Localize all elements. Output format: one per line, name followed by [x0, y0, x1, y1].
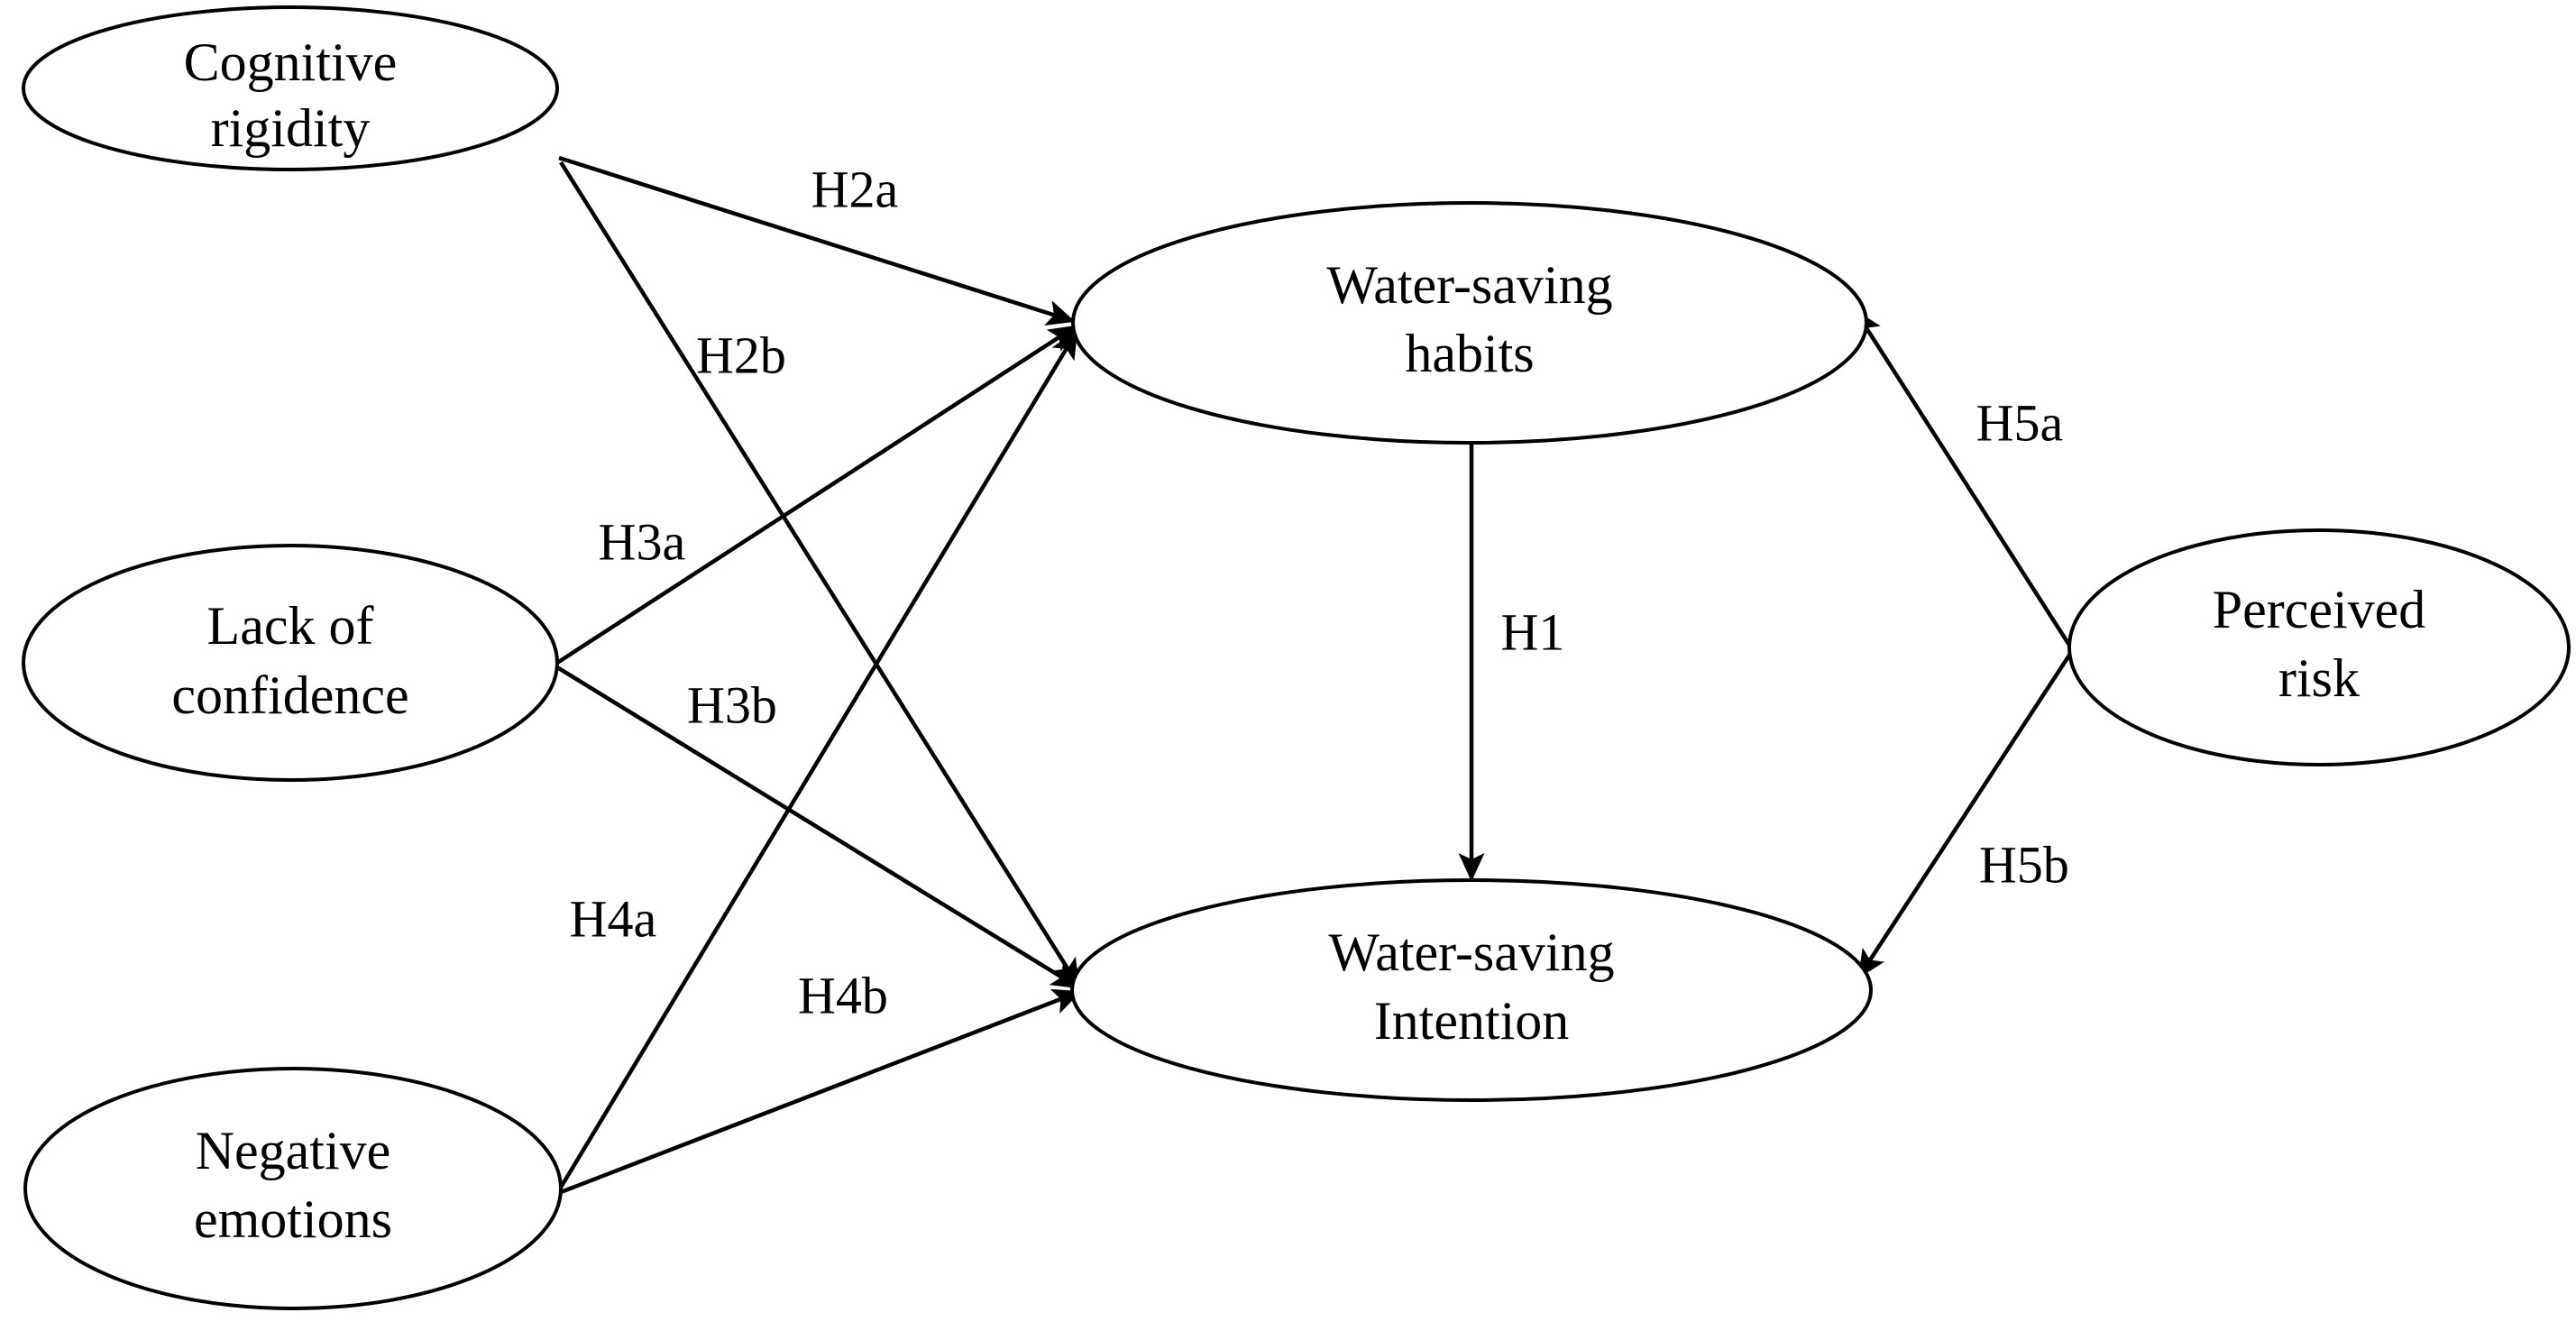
path-h4b-line [560, 988, 1082, 1195]
path-h3a-line [555, 325, 1078, 665]
path-h2b[interactable] [559, 161, 1080, 988]
path-label-h1: H1 [1501, 602, 1565, 661]
node-cognitive-rigidity-line2: rigidity [211, 98, 371, 158]
node-negative-emotions[interactable]: Negative emotions [23, 1067, 563, 1310]
node-lack-of-confidence-shape [22, 544, 559, 782]
node-cognitive-rigidity-line1: Cognitive [184, 32, 398, 92]
node-water-saving-intention-line2: Intention [1374, 991, 1570, 1051]
path-h2a-line [558, 155, 1076, 326]
node-perceived-risk-line2: risk [2278, 648, 2360, 708]
path-h3b[interactable] [555, 666, 1081, 989]
node-water-saving-intention[interactable]: Water-saving Intention [1070, 878, 1873, 1102]
path-h5a-line [1854, 308, 2074, 651]
node-lack-of-confidence-line1: Lack of [207, 596, 374, 656]
node-water-saving-intention-line1: Water-saving [1328, 923, 1614, 982]
path-h2a[interactable] [558, 155, 1076, 326]
path-label-h4b: H4b [798, 966, 888, 1024]
path-label-h5b: H5b [1979, 835, 2069, 894]
path-h3b-line [555, 666, 1081, 989]
path-label-h2b: H2b [696, 326, 786, 384]
node-water-saving-intention-shape [1070, 878, 1873, 1102]
path-label-h5a: H5a [1976, 393, 2064, 452]
node-negative-emotions-shape [23, 1067, 563, 1310]
path-h2b-line [559, 161, 1080, 988]
node-water-saving-habits-shape [1071, 201, 1868, 445]
node-negative-emotions-line1: Negative [196, 1121, 391, 1180]
path-label-h3b: H3b [687, 675, 777, 734]
path-labels-group: H1 H2a H2b H3a H3b H4a H4b H5a H5b [570, 160, 2069, 1024]
node-perceived-risk[interactable]: Perceived risk [2067, 528, 2571, 766]
path-h4a-line [557, 329, 1078, 1192]
path-arrows-group [555, 155, 2074, 1195]
node-lack-of-confidence[interactable]: Lack of confidence [22, 544, 559, 782]
path-h4b[interactable] [560, 988, 1082, 1195]
node-cognitive-rigidity-shape [22, 5, 559, 171]
node-water-saving-habits-line1: Water-saving [1326, 255, 1612, 315]
node-perceived-risk-shape [2067, 528, 2571, 766]
path-h4a[interactable] [557, 329, 1078, 1192]
path-h5b[interactable] [1857, 649, 2074, 979]
node-lack-of-confidence-line2: confidence [171, 666, 408, 725]
path-label-h4a: H4a [570, 889, 657, 948]
node-negative-emotions-line2: emotions [194, 1189, 392, 1249]
node-perceived-risk-line1: Perceived [2213, 580, 2426, 639]
path-h3a[interactable] [555, 325, 1078, 665]
node-water-saving-habits-line2: habits [1405, 324, 1534, 383]
path-h5b-line [1857, 649, 2074, 979]
node-cognitive-rigidity[interactable]: Cognitive rigidity [22, 5, 559, 171]
path-h5a[interactable] [1854, 308, 2074, 651]
node-water-saving-habits[interactable]: Water-saving habits [1071, 201, 1868, 445]
path-label-h2a: H2a [811, 160, 899, 218]
path-label-h3a: H3a [599, 512, 686, 571]
nodes-group: Cognitive rigidity Lack of confidence Ne… [22, 5, 2571, 1310]
